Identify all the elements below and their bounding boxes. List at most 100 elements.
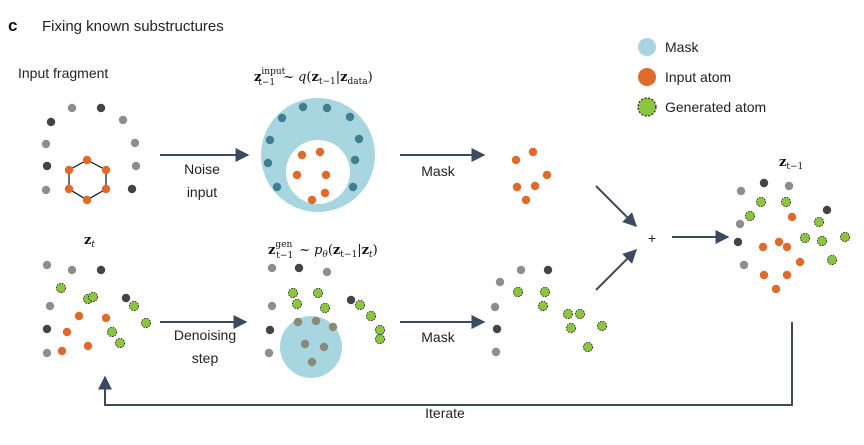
legend-input-atom-swatch <box>638 68 656 86</box>
generated-atom <box>319 302 331 314</box>
legend-generated-atom-swatch <box>637 97 657 117</box>
legend-mask-swatch <box>638 38 656 56</box>
input-fragment-label: Input fragment <box>18 65 108 81</box>
generated-atom <box>565 322 577 334</box>
masked-atom <box>265 135 275 145</box>
input-atom <box>307 195 317 205</box>
masked-atom <box>293 317 303 327</box>
gray-atom <box>516 265 526 275</box>
input-atom <box>64 165 74 175</box>
hexagon-bond-polygon <box>68 159 107 201</box>
dark-atom <box>96 103 106 113</box>
masked-atom <box>298 102 308 112</box>
generated-atom <box>354 299 366 311</box>
plus-sign: + <box>648 230 656 246</box>
masked-atom <box>348 182 358 192</box>
input-atom <box>787 212 797 222</box>
masked-atom <box>277 113 287 123</box>
gray-atom <box>490 302 500 312</box>
input-atom <box>62 327 72 337</box>
dark-atom <box>42 161 52 171</box>
generated-atom <box>140 317 152 329</box>
iterate-arrow <box>98 322 793 406</box>
input-atom <box>82 155 92 165</box>
gray-atom <box>67 265 77 275</box>
generated-atom <box>128 300 140 312</box>
gray-atom <box>67 103 77 113</box>
panel-letter: c <box>8 16 17 35</box>
masked-atom <box>354 134 364 144</box>
generated-atom <box>537 300 549 312</box>
legend: Mask Input atom Generated atom <box>637 38 766 117</box>
generated-atom <box>826 254 838 266</box>
generated-atom <box>539 286 551 298</box>
input-atom <box>64 184 74 194</box>
noise-input-label-line1: Noise <box>184 161 220 177</box>
generated-atom <box>813 216 825 228</box>
masked-atom <box>319 342 329 352</box>
gray-atom <box>41 185 51 195</box>
mask-label-top: Mask <box>421 163 455 179</box>
generated-atom <box>839 231 851 243</box>
input-atom <box>758 242 768 252</box>
generated-atom <box>582 341 594 353</box>
masked-atom <box>300 339 310 349</box>
hexagon-ring-bonds <box>68 159 107 201</box>
dark-atom <box>127 184 137 194</box>
gray-atom <box>736 186 746 196</box>
gray-atom <box>131 161 141 171</box>
input-atom <box>512 182 522 192</box>
generated-atom <box>312 287 324 299</box>
input-atom <box>297 150 307 160</box>
input-atom <box>521 195 531 205</box>
input-atom <box>759 270 769 280</box>
panel-title: Fixing known substructures <box>42 18 224 35</box>
gray-atom <box>264 348 274 358</box>
generated-atom <box>755 196 767 208</box>
dark-atom <box>96 265 106 275</box>
dark-atom <box>492 324 502 334</box>
legend-mask-label: Mask <box>665 39 699 55</box>
gray-atom <box>42 260 52 270</box>
gray-atom <box>739 260 749 270</box>
legend-generated-atom-label: Generated atom <box>665 99 766 115</box>
input-atom <box>795 257 805 267</box>
generated-atom <box>512 286 524 298</box>
gray-atom <box>267 263 277 273</box>
input-atom <box>101 165 111 175</box>
masked-atom <box>350 155 360 165</box>
input-atom <box>74 311 84 321</box>
legend-input-atom-label: Input atom <box>665 69 731 85</box>
masked-atom <box>322 103 332 113</box>
gray-atom <box>42 348 52 358</box>
gray-atom <box>322 267 332 277</box>
generated-atom <box>780 196 792 208</box>
generated-atom <box>365 310 377 322</box>
iterate-label: Iterate <box>425 405 465 421</box>
atoms-layer <box>41 102 851 367</box>
zt-minus-1-label: zt−1 <box>779 155 803 172</box>
generated-mask-disk <box>280 316 342 378</box>
gray-atom <box>735 219 745 229</box>
gray-atom <box>495 277 505 287</box>
dark-atom <box>42 324 52 334</box>
merge-arrow-bottom <box>595 249 637 291</box>
dark-atom <box>121 293 131 303</box>
gray-atom <box>118 115 128 125</box>
generated-atom <box>574 308 586 320</box>
generated-atom <box>114 337 126 349</box>
gray-atom <box>784 181 794 191</box>
mask-label-bottom: Mask <box>421 329 455 345</box>
dark-atom <box>294 263 304 273</box>
generated-atom <box>55 282 67 294</box>
dark-atom <box>759 178 769 188</box>
generated-atom <box>291 298 303 310</box>
input-atom <box>101 313 111 323</box>
input-atom <box>771 284 781 294</box>
input-atom <box>82 195 92 205</box>
dark-atom <box>346 295 356 305</box>
denoising-label-line1: Denoising <box>174 327 236 343</box>
